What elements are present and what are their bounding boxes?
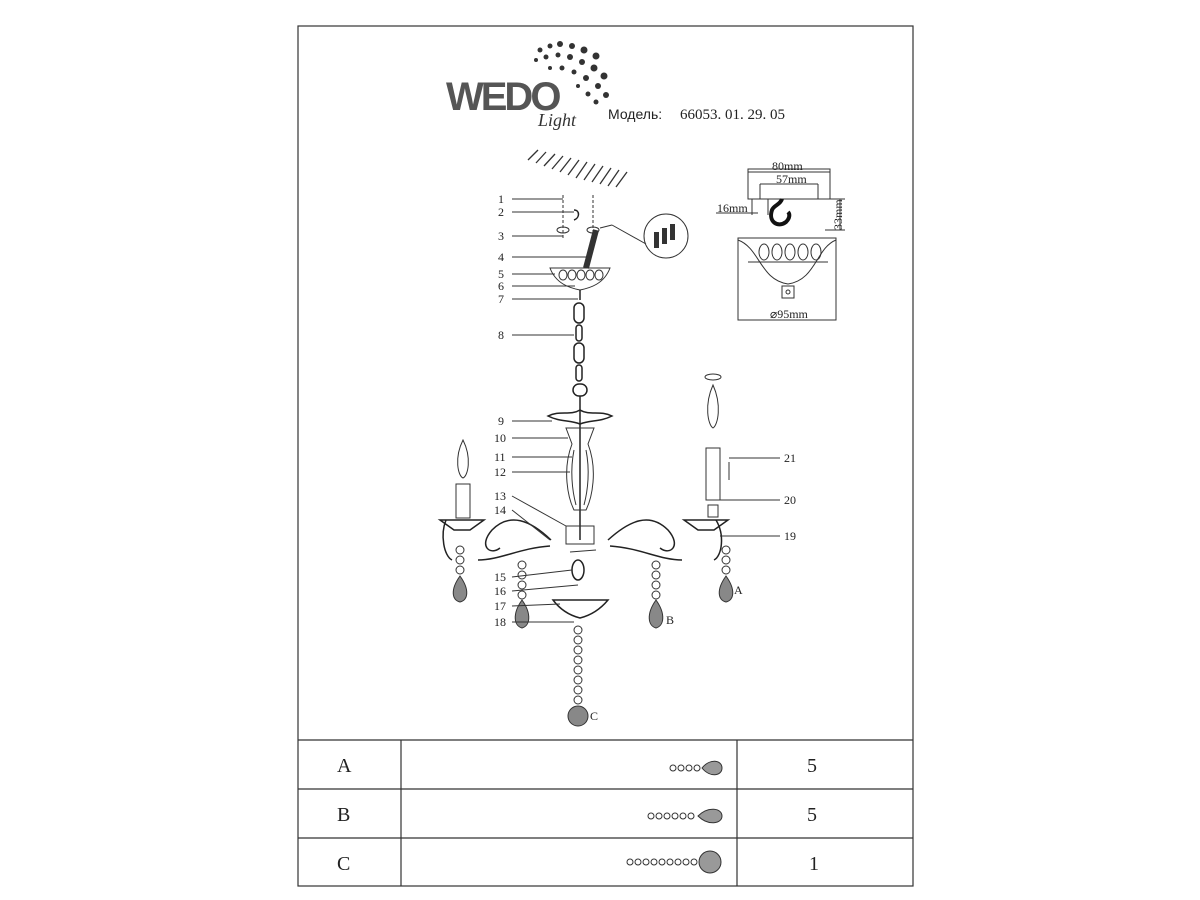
label-11: 11 bbox=[494, 450, 506, 464]
label-9: 9 bbox=[498, 414, 504, 428]
model-label: Модель: bbox=[608, 106, 662, 122]
row-letter: A bbox=[337, 755, 352, 777]
row-quantity: 1 bbox=[809, 853, 819, 875]
part-labels: 1 2 3 4 5 6 7 8 9 10 11 12 13 14 15 16 1… bbox=[494, 192, 796, 723]
dim-95: ⌀95mm bbox=[770, 307, 809, 321]
mounting-dimension-drawing: 80mm 57mm 16mm 33mm ⌀95mm bbox=[716, 159, 845, 321]
label-c: C bbox=[590, 709, 598, 723]
parts-table: A 5 B 5 C 1 bbox=[298, 739, 913, 886]
label-a: A bbox=[734, 583, 743, 597]
page-frame bbox=[297, 25, 914, 887]
label-5: 5 bbox=[498, 267, 504, 281]
label-8: 8 bbox=[498, 328, 504, 342]
label-21: 21 bbox=[784, 451, 796, 465]
label-13: 13 bbox=[494, 489, 506, 503]
label-16: 16 bbox=[494, 584, 506, 598]
label-7: 7 bbox=[498, 292, 504, 306]
svg-text:Light: Light bbox=[537, 110, 577, 130]
label-4: 4 bbox=[498, 250, 504, 264]
dim-80: 80mm bbox=[772, 159, 803, 173]
dim-16: 16mm bbox=[717, 201, 748, 215]
label-2: 2 bbox=[498, 205, 504, 219]
table-row: A 5 bbox=[337, 755, 817, 777]
label-6: 6 bbox=[498, 279, 504, 293]
label-3: 3 bbox=[498, 229, 504, 243]
pendant-a-icon bbox=[669, 760, 723, 776]
model-number: 66053. 01. 29. 05 bbox=[680, 107, 785, 123]
table-row: B 5 bbox=[337, 804, 817, 826]
row-letter: B bbox=[337, 804, 350, 826]
label-19: 19 bbox=[784, 529, 796, 543]
row-quantity: 5 bbox=[807, 804, 817, 826]
table-row: C 1 bbox=[337, 850, 819, 875]
label-20: 20 bbox=[784, 493, 796, 507]
dim-57: 57mm bbox=[776, 172, 807, 186]
label-10: 10 bbox=[494, 431, 506, 445]
label-15: 15 bbox=[494, 570, 506, 584]
row-quantity: 5 bbox=[807, 755, 817, 777]
chandelier-drawing bbox=[437, 195, 734, 727]
label-14: 14 bbox=[494, 503, 506, 517]
row-letter: C bbox=[337, 853, 350, 875]
ceiling-hatch-icon bbox=[527, 149, 628, 188]
label-1: 1 bbox=[498, 192, 504, 206]
label-17: 17 bbox=[494, 599, 506, 613]
svg-text:WEDO: WEDO bbox=[446, 75, 560, 119]
pendant-b-icon bbox=[647, 808, 723, 824]
label-b: B bbox=[666, 613, 674, 627]
pendant-c-icon bbox=[626, 850, 722, 874]
label-12: 12 bbox=[494, 465, 506, 479]
brand-logo: WEDO Light bbox=[446, 41, 609, 130]
label-18: 18 bbox=[494, 615, 506, 629]
dim-33: 33mm bbox=[831, 199, 845, 230]
